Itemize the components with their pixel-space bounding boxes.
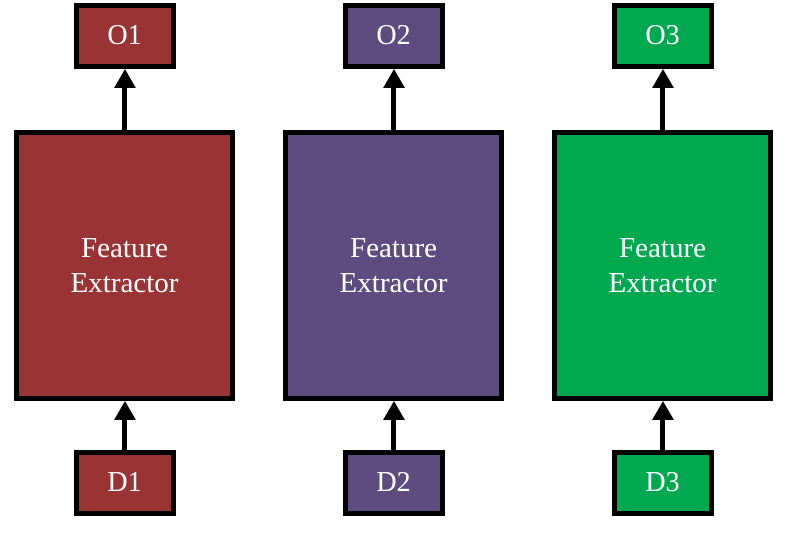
- arrow-up-icon: [382, 401, 406, 450]
- arrow-up-icon: [382, 69, 406, 130]
- arrow-up-icon: [651, 69, 675, 130]
- pipeline-column-2: O2 Feature Extractor D2: [283, 3, 504, 533]
- pipeline-column-1: O1 Feature Extractor D1: [14, 3, 235, 533]
- arrow-head-icon: [113, 401, 136, 420]
- output-box-3-label: O3: [645, 20, 680, 51]
- arrow-stem: [122, 419, 127, 450]
- arrow-up-icon: [113, 69, 137, 130]
- pipeline-column-3: O3 Feature Extractor D3: [552, 3, 773, 533]
- arrow-up-icon: [651, 401, 675, 450]
- data-box-2: D2: [342, 450, 445, 516]
- arrow-head-icon: [382, 401, 405, 420]
- feature-extractor-box-1: Feature Extractor: [14, 130, 235, 401]
- data-box-1: D1: [73, 450, 176, 516]
- output-box-1-label: O1: [107, 20, 142, 51]
- output-box-2-label: O2: [376, 20, 411, 51]
- arrow-head-icon: [651, 401, 674, 420]
- arrow-head-icon: [651, 69, 674, 88]
- output-box-2: O2: [342, 3, 445, 69]
- arrow-head-icon: [113, 69, 136, 88]
- data-box-2-label: D2: [376, 467, 411, 498]
- data-box-3-label: D3: [645, 467, 680, 498]
- data-box-3: D3: [611, 450, 714, 516]
- feature-extractor-box-3: Feature Extractor: [552, 130, 773, 401]
- arrow-stem: [660, 87, 665, 130]
- feature-extractor-label: Feature Extractor: [608, 231, 717, 299]
- feature-extractor-label: Feature Extractor: [70, 231, 179, 299]
- feature-extractor-label: Feature Extractor: [339, 231, 448, 299]
- arrow-stem: [391, 419, 396, 450]
- arrow-up-icon: [113, 401, 137, 450]
- arrow-stem: [391, 87, 396, 130]
- output-box-3: O3: [611, 3, 714, 69]
- output-box-1: O1: [73, 3, 176, 69]
- data-box-1-label: D1: [107, 467, 142, 498]
- arrow-stem: [122, 87, 127, 130]
- arrow-stem: [660, 419, 665, 450]
- arrow-head-icon: [382, 69, 405, 88]
- feature-extractor-box-2: Feature Extractor: [283, 130, 504, 401]
